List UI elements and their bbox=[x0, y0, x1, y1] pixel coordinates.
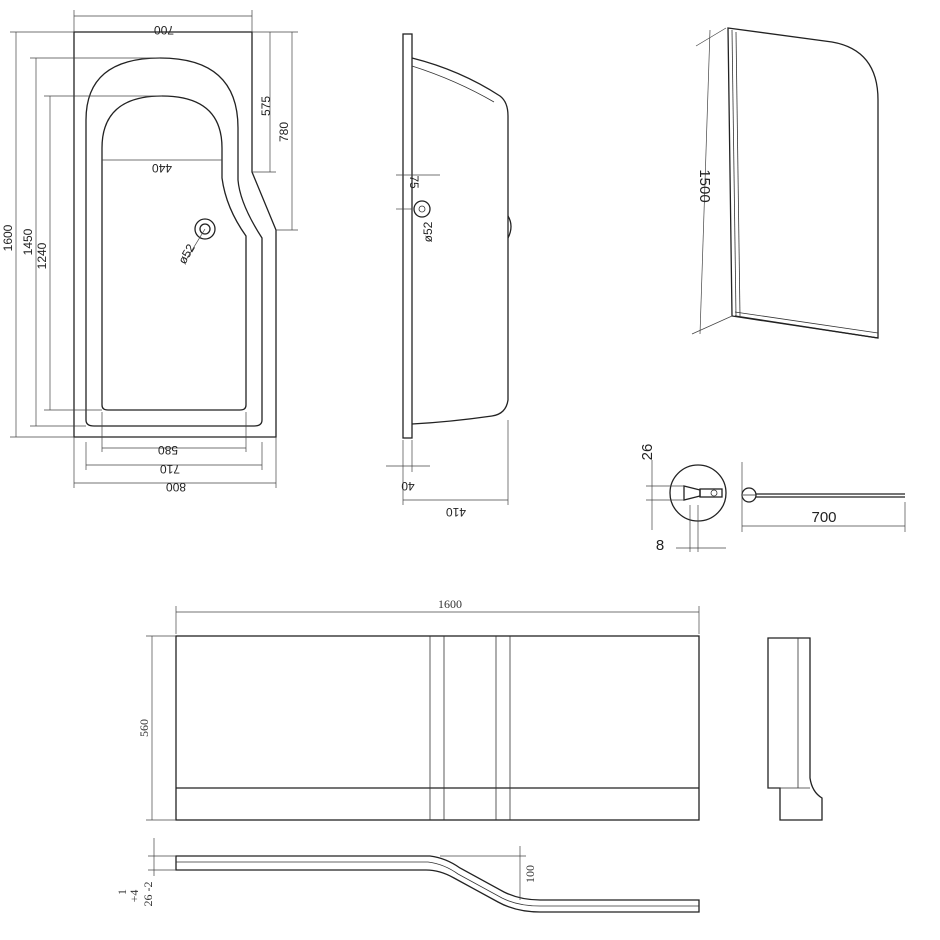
side-dim-75: 75 bbox=[407, 175, 421, 189]
hinge-dim-26: 26 bbox=[639, 444, 656, 461]
panel-plan-profile bbox=[175, 855, 700, 913]
plan-waste-inner bbox=[199, 223, 211, 235]
dim-1240: 1240 bbox=[35, 242, 49, 269]
bath-plan-view: 700 1600 1450 1240 575 780 440 ø52 bbox=[1, 10, 298, 494]
screen-dim-700: 700 bbox=[811, 509, 836, 526]
screen-outline bbox=[727, 27, 879, 339]
dim-700-top: 700 bbox=[154, 23, 174, 37]
panel-tol-1: 1 bbox=[115, 889, 129, 895]
dim-440: 440 bbox=[152, 161, 172, 175]
panel-dim-100: 100 bbox=[523, 865, 537, 883]
bath-screen-view: 1500 bbox=[691, 27, 879, 339]
dim-580: 580 bbox=[158, 443, 178, 457]
side-waste-inner bbox=[418, 205, 426, 213]
bath-rim bbox=[85, 57, 263, 427]
hinge-dim-8: 8 bbox=[656, 537, 664, 554]
bath-side-view: 75 ø52 40 410 bbox=[386, 33, 512, 519]
dim-1600-left: 1600 bbox=[1, 224, 15, 251]
screen-dim-1500: 1500 bbox=[696, 169, 713, 202]
panel-tol-26: 26 -2 bbox=[141, 882, 155, 907]
side-rim bbox=[402, 33, 413, 439]
dim-780: 780 bbox=[277, 122, 291, 142]
dim-800: 800 bbox=[166, 480, 186, 494]
panel-dim-560: 560 bbox=[137, 719, 151, 737]
panel-tol-4: +4 bbox=[127, 890, 141, 903]
panel-dim-1600: 1600 bbox=[438, 597, 462, 611]
panel-outline bbox=[175, 635, 700, 821]
dim-575: 575 bbox=[259, 96, 273, 116]
side-dim-40: 40 bbox=[401, 479, 415, 493]
side-overflow-bump bbox=[507, 215, 512, 239]
front-panel-view: 1600 560 100 1 +4 26 -2 bbox=[115, 597, 823, 913]
plan-waste-label: ø52 bbox=[175, 241, 198, 266]
side-waste-outer bbox=[413, 200, 431, 218]
dim-710: 710 bbox=[160, 462, 180, 476]
panel-side-profile bbox=[767, 637, 823, 821]
side-tub-inner bbox=[411, 65, 495, 103]
screen-hinge-detail: 26 8 700 bbox=[639, 444, 906, 554]
side-tub-body bbox=[411, 57, 509, 425]
bath-basin bbox=[101, 95, 247, 411]
side-dim-410: 410 bbox=[446, 505, 466, 519]
plan-waste-outer bbox=[194, 218, 216, 240]
dim-1450: 1450 bbox=[21, 228, 35, 255]
side-waste-label: ø52 bbox=[421, 221, 435, 242]
hinge-clamp bbox=[683, 485, 701, 501]
